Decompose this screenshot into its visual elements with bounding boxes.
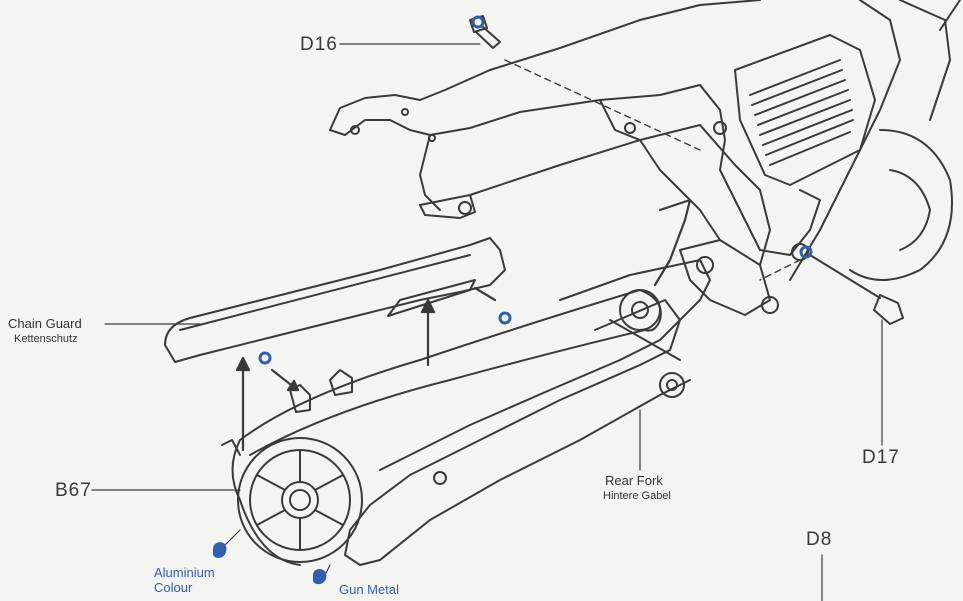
label-rear-fork: Rear Fork (605, 473, 663, 488)
rear-sprocket (237, 437, 363, 563)
gun-metal-paint-icon (312, 569, 327, 585)
aluminium-paint-icon (212, 542, 227, 558)
label-aluminium: Aluminium (154, 565, 215, 580)
paint-markers (258, 15, 813, 365)
label-b67: B67 (55, 480, 92, 501)
d17-marker (799, 245, 813, 259)
leader-lines (91, 43, 883, 601)
paint-icons (212, 542, 327, 585)
label-gun-metal: Gun Metal (339, 582, 399, 597)
d16-marker (471, 15, 485, 29)
label-rear-fork-de: Hintere Gabel (603, 490, 671, 502)
chain-guard-nut-marker (258, 351, 272, 365)
bolt-d17 (809, 254, 904, 325)
chain-guard (164, 237, 506, 363)
assembly-arrows (235, 198, 692, 452)
label-aluminium-colour: Colour (154, 580, 193, 595)
label-d8: D8 (806, 529, 833, 550)
label-chain-guard-de: Kettenschutz (14, 333, 78, 345)
label-chain-guard: Chain Guard (8, 316, 82, 331)
rear-fork (344, 259, 711, 566)
front-sprocket (619, 289, 661, 331)
rear-frame (329, 0, 961, 316)
chain-guard-bolt-marker (498, 311, 512, 325)
label-d16: D16 (300, 34, 338, 55)
label-d17: D17 (862, 447, 900, 468)
